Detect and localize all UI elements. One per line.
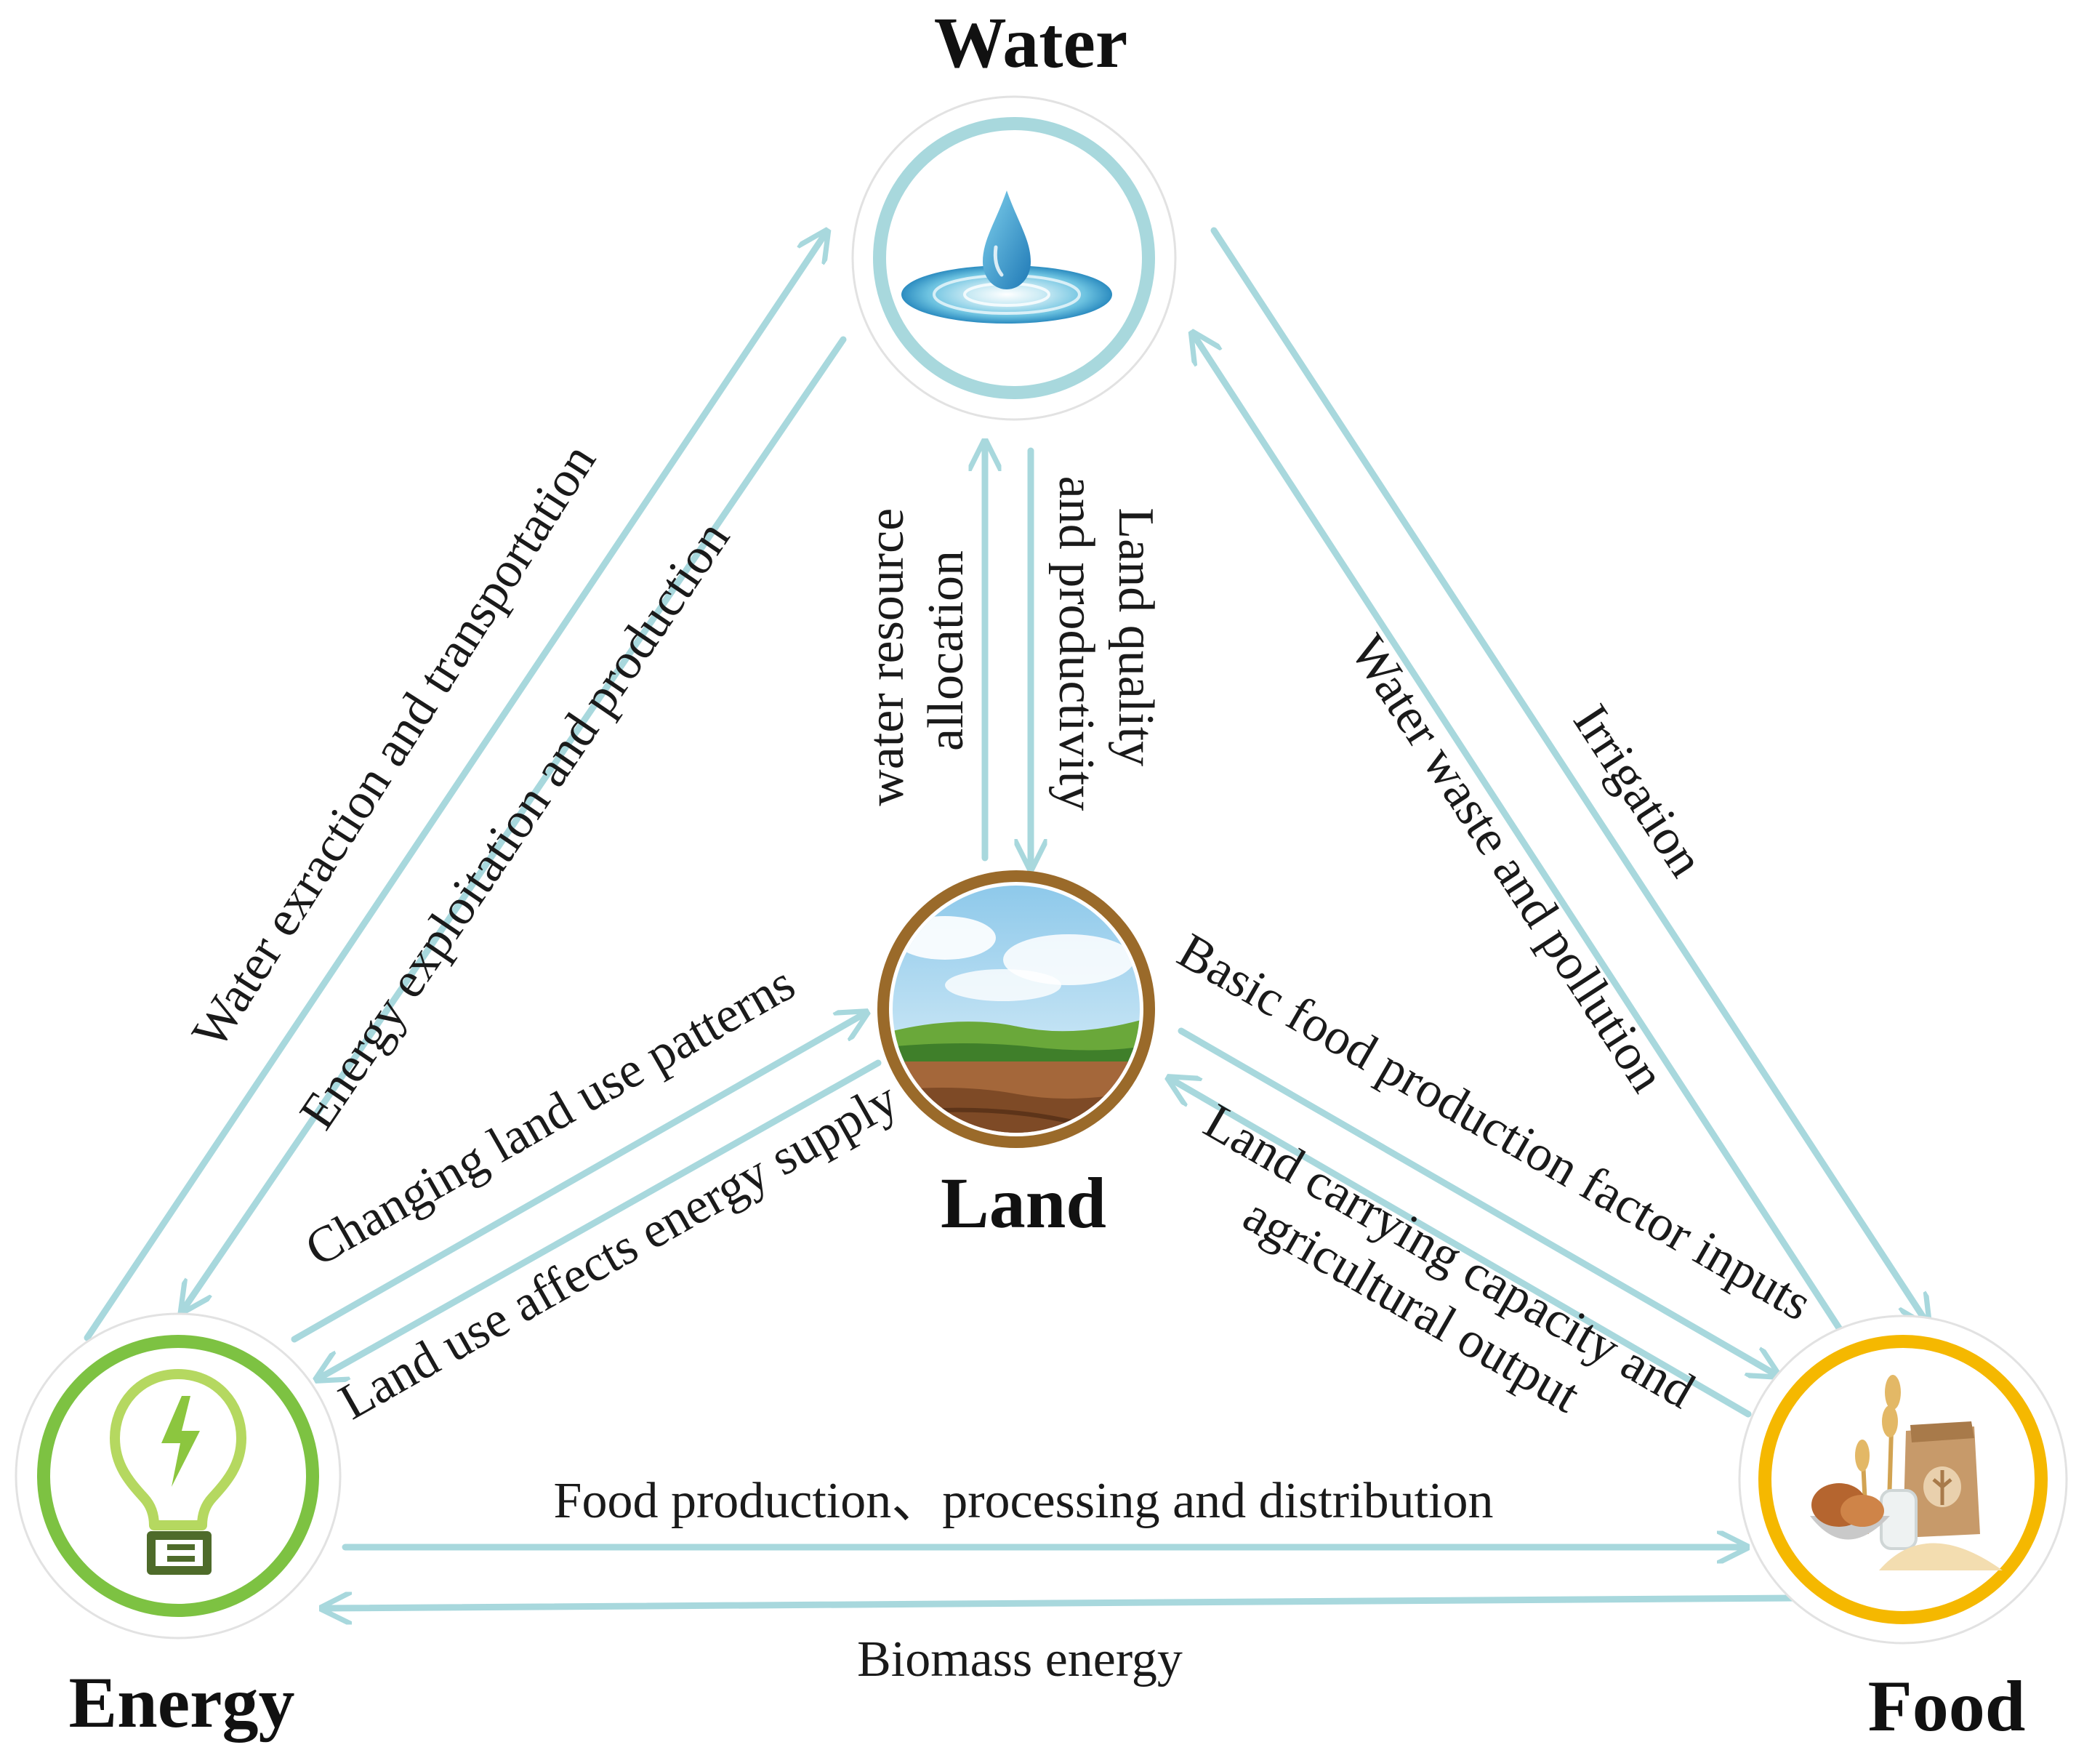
- energy-title: Energy: [68, 1662, 294, 1743]
- label-water-resource-allocation-line2: allocation: [918, 550, 974, 751]
- arrows: [84, 227, 1926, 1608]
- label-biomass-energy: Biomass energy: [857, 1631, 1183, 1687]
- food-node: Food: [1738, 1315, 2068, 1746]
- label-irrigation: Irrigation: [1562, 695, 1714, 886]
- land-node: Land: [877, 870, 1155, 1243]
- bread-and-grain-icon: [1810, 1375, 2003, 1570]
- label-land-quality-productivity: Land quality and productivity: [1048, 476, 1164, 811]
- label-water-resource-allocation: water resource allocation: [858, 495, 974, 806]
- arrow-water-to-food: [1210, 227, 1926, 1322]
- arrow-food-to-water: [1194, 336, 1850, 1343]
- label-land-quality-productivity-line2: and productivity: [1048, 476, 1104, 811]
- arrow-land-to-energy: [320, 1059, 882, 1378]
- water-node: Water: [851, 2, 1177, 421]
- land-title: Land: [941, 1163, 1106, 1243]
- arrow-food-to-energy: [326, 1598, 1799, 1608]
- label-water-resource-allocation-line1: water resource: [858, 508, 914, 806]
- energy-node-ring: [37, 1335, 319, 1617]
- label-food-production-processing-distribution: Food production、processing and distribut…: [554, 1473, 1494, 1529]
- food-title: Food: [1868, 1666, 2026, 1746]
- label-land-quality-productivity-line1: Land quality: [1108, 507, 1164, 766]
- water-drop-icon: [901, 190, 1112, 324]
- arrow-food-to-land: [1172, 1080, 1752, 1418]
- arrow-energy-to-water: [84, 234, 825, 1341]
- label-land-carrying-capacity-output: Land carrying capacity and agricultural …: [1164, 1093, 1715, 1479]
- food-node-ring: [1758, 1335, 2048, 1624]
- arrow-energy-to-land: [291, 1014, 864, 1343]
- water-title: Water: [934, 2, 1128, 83]
- label-land-use-affects-energy-supply: Land use affects energy supply: [330, 1071, 907, 1431]
- energy-node: Energy: [15, 1312, 342, 1743]
- arrow-water-to-energy: [184, 336, 847, 1309]
- arrow-land-to-food: [1178, 1027, 1775, 1374]
- light-bulb-icon: [110, 1369, 246, 1575]
